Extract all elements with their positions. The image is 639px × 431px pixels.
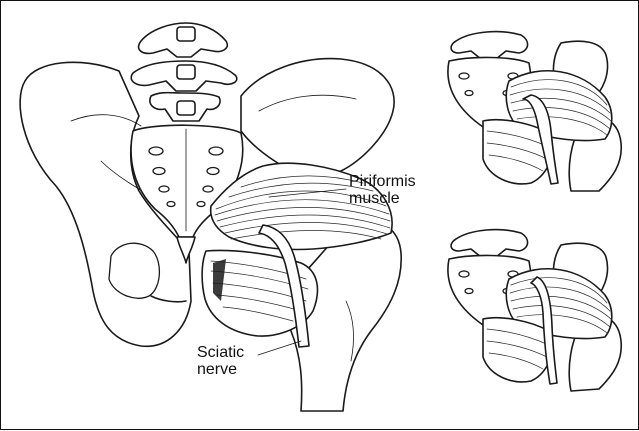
sciatic-label-line1: Sciatic xyxy=(197,344,244,361)
piriformis-label-line1: Piriformis xyxy=(349,173,416,190)
piriformis-label-line2: muscle xyxy=(349,190,416,207)
sciatic-label-line2: nerve xyxy=(197,361,244,378)
sciatic-label: Sciatic nerve xyxy=(197,344,244,378)
piriformis-label: Piriformis muscle xyxy=(349,173,416,207)
